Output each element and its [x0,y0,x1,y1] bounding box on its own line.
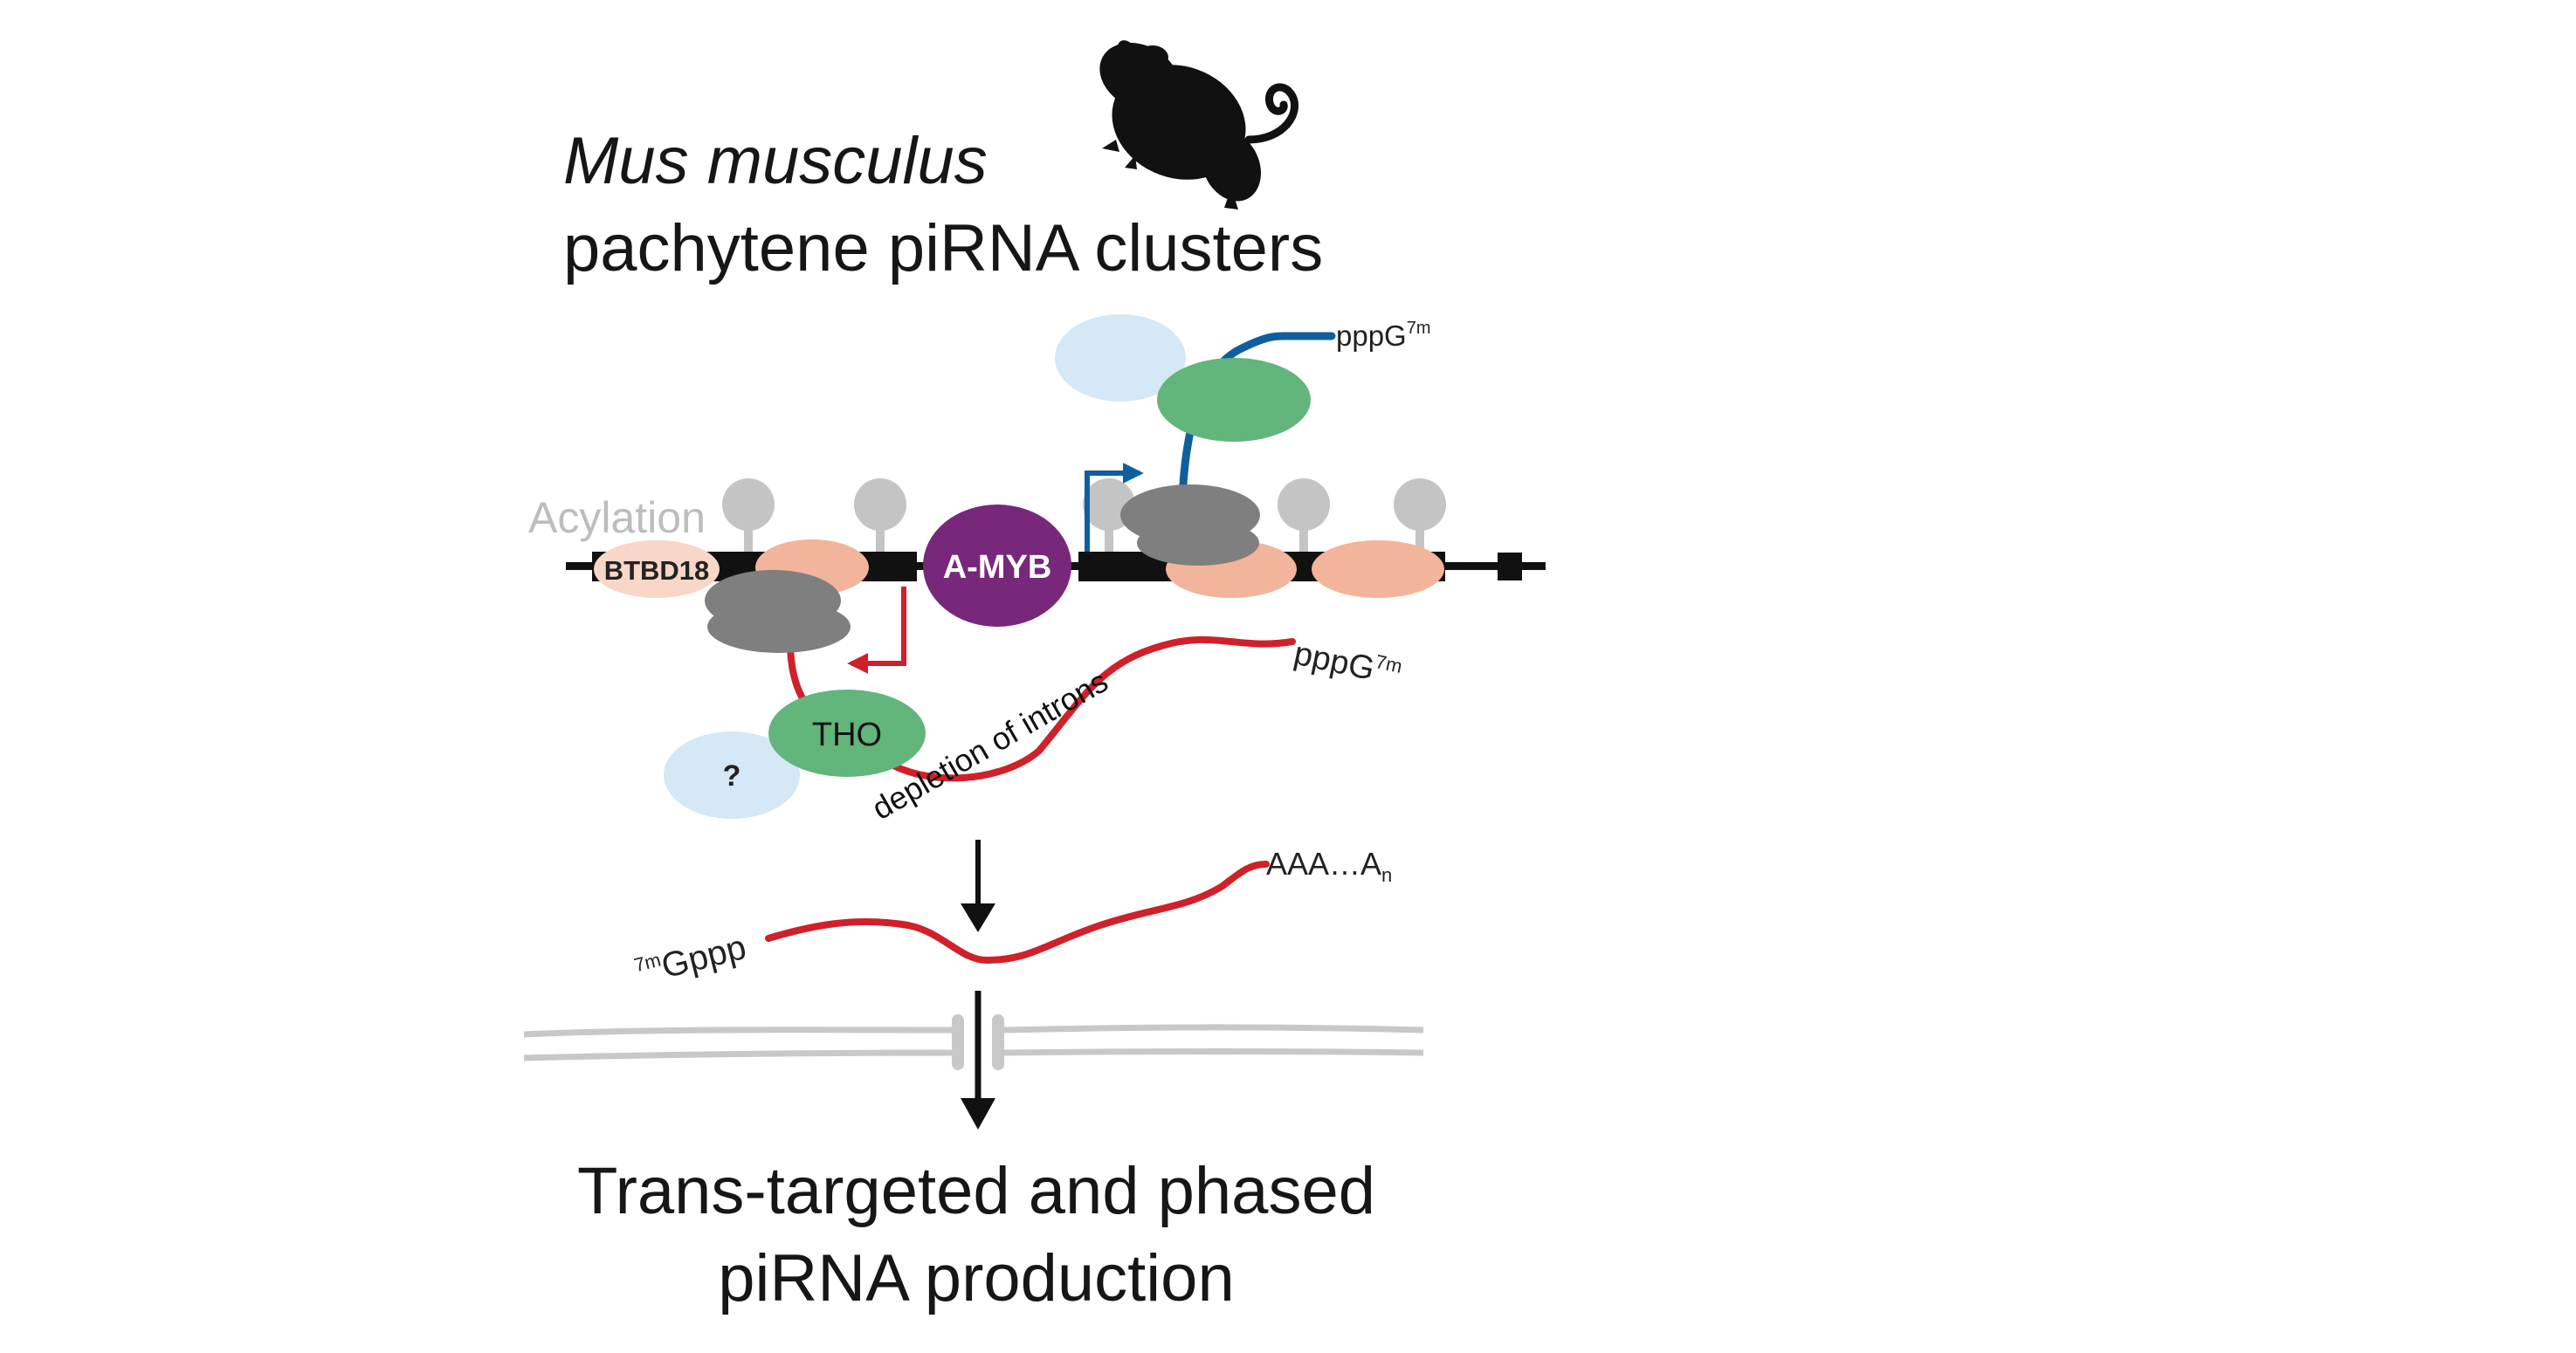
conclusion-line-1: Trans-targeted and phased [577,1154,1375,1228]
nuclear-envelope [523,1014,1424,1070]
diagram-subtitle: pachytene piRNA clusters [563,211,1323,285]
tho-label: THO [812,717,882,753]
amyb-transcription-factor [923,505,1071,627]
tho-complex-top [1157,358,1311,442]
cap-label-red: pppG7m [1291,634,1404,694]
mouse-icon [1099,40,1298,209]
conclusion-line-2: piRNA production [718,1241,1234,1315]
unknown-factor-label: ? [723,759,741,793]
acylation-label: Acylation [528,493,706,542]
process-arrow-1 [961,840,995,932]
rna-polymerase-right [1120,484,1260,566]
amyb-label: A-MYB [943,549,1052,586]
btbd18-label: BTBD18 [604,555,710,586]
tho-complex [768,690,926,777]
blue-nascent-rna [1179,332,1336,489]
cap-label-5prime: 7mGppp [632,928,750,992]
mature-transcript [765,861,1270,965]
species-name: Mus musculus [563,124,988,198]
red-long-transcript [877,635,1296,782]
polya-tail-label: AAA…An [1266,846,1392,886]
blue-transcription-arrow [1085,463,1144,552]
red-transcription-arrow [847,587,906,674]
unknown-factor-top [1055,314,1186,402]
histone-marks [722,478,1446,559]
btbd18-protein [594,540,720,598]
rna-polymerase-left [705,570,851,653]
unknown-factor-bottom [664,731,800,819]
cap-label-blue: pppG7m [1336,319,1431,352]
process-arrow-2 [961,991,995,1130]
